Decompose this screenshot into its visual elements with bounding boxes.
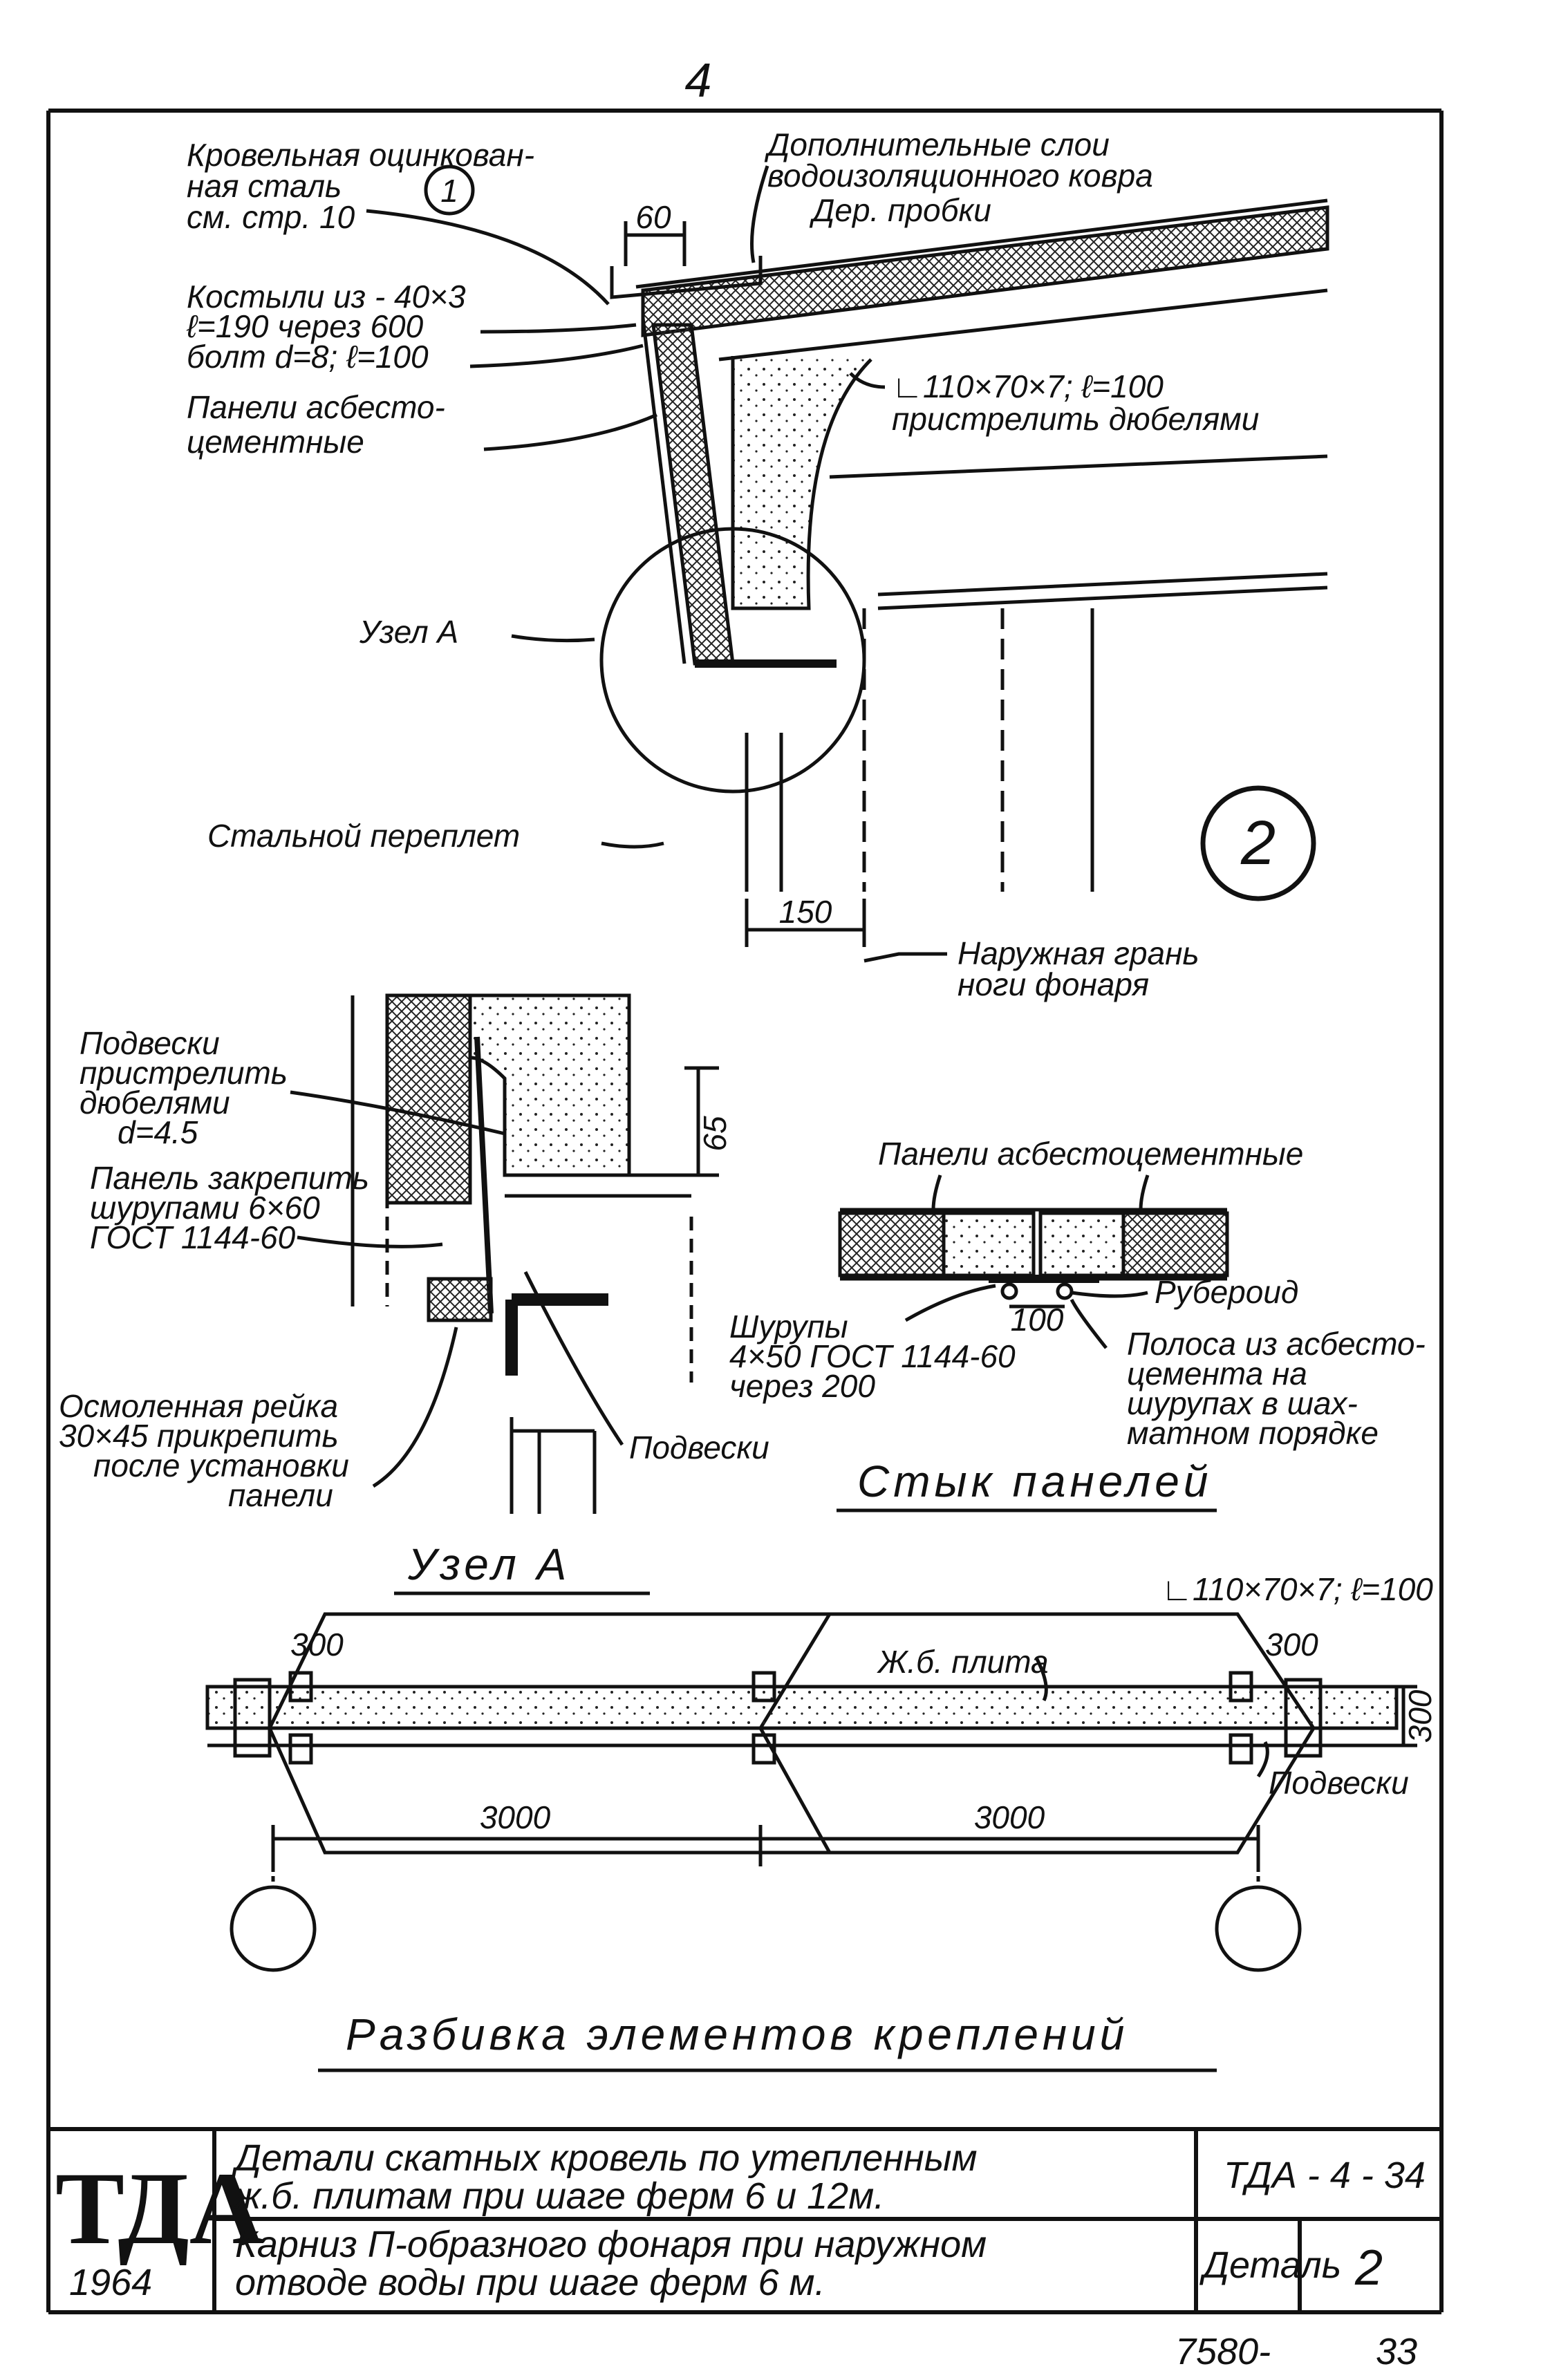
callout-wood-plugs: Дер. пробки [809, 192, 991, 228]
callout-outer-face-2: ноги фонаря [958, 966, 1149, 1002]
ref-circle [424, 165, 475, 216]
title-line-2: ж.б. плитам при шаге ферм 6 и 12м. [234, 2175, 884, 2217]
fastening-plan-labels: ∟110×70×7; ℓ=100 Ж.б. плита Подвески 300… [290, 1571, 1438, 2059]
joint-screws-3: через 200 [729, 1368, 875, 1404]
title-line-1: Детали скатных кровель по утепленным [232, 2137, 978, 2179]
callout-roof-steel-1: Кровельная оцинкован- [187, 137, 534, 173]
node-a-hangers-4: d=4.5 [118, 1114, 198, 1150]
node-a-panel-2: шурупами 6×60 [90, 1190, 320, 1226]
node-a-panel-1: Панель закрепить [90, 1160, 369, 1196]
fastening-plan-drawing [205, 1612, 1417, 1972]
callout-brackets-2: ℓ=190 через 600 [186, 308, 424, 344]
dim-300-left: 300 [290, 1627, 344, 1662]
plan-slab: Ж.б. плита [877, 1644, 1049, 1680]
page-index: 33 [1376, 2331, 1417, 2372]
dim-100: 100 [1011, 1302, 1064, 1338]
sheet-frame [46, 109, 1444, 2314]
plan-title: Разбивка элементов креплений [346, 2009, 1128, 2059]
node-a-hangers-3: дюбелями [80, 1085, 230, 1121]
callout-brackets-1: Костыли из - 40×3 [187, 279, 466, 315]
dim-65: 65 [697, 1116, 733, 1152]
node-a-rail-2: 30×45 прикрепить [59, 1418, 339, 1454]
callout-ref-number: 1 [440, 173, 458, 209]
node-a-hangers-b: Подвески [629, 1430, 769, 1465]
node-a-panel-3: ГОСТ 1144-60 [90, 1219, 296, 1255]
title-block-text: ТДА 1964 Детали скатных кровель по утепл… [55, 2137, 1426, 2303]
callout-waterproof-1: Дополнительные слои [764, 127, 1110, 162]
callout-angle-1: ∟110×70×7; ℓ=100 [892, 368, 1164, 404]
joint-strip-3: шурупах в шах- [1127, 1385, 1358, 1421]
detail-number: 2 [1354, 2240, 1383, 2296]
year: 1964 [69, 2262, 152, 2303]
plan-angle: ∟110×70×7; ℓ=100 [1161, 1571, 1433, 1607]
page-number: 4 [685, 53, 712, 107]
node-a-labels: Подвески пристрелить дюбелями d=4.5 Пане… [59, 1025, 769, 1589]
node-a-hangers-1: Подвески [80, 1025, 220, 1061]
drawing-code: ТДА - 4 - 34 [1224, 2155, 1426, 2196]
dim-150: 150 [779, 894, 832, 930]
sheet-number: 7580- [1175, 2331, 1271, 2372]
eaves-section-drawing [366, 165, 1329, 963]
title-block [48, 2127, 1441, 2312]
joint-strip-4: матном порядке [1127, 1415, 1379, 1451]
joint-screws-2: 4×50 ГОСТ 1144-60 [729, 1338, 1016, 1374]
callout-brackets-3: болт d=8; ℓ=100 [187, 339, 429, 375]
callout-steel-sash: Стальной переплет [207, 818, 520, 854]
panel-joint-drawing [838, 1174, 1229, 1349]
joint-roofing-felt: Рубероид [1155, 1274, 1298, 1310]
node-a-rail-3: после установки [93, 1447, 349, 1483]
joint-strip-2: цемента на [1127, 1356, 1307, 1392]
node-a-drawing [290, 993, 719, 1514]
panel-joint-labels: Панели асбестоцементные Рубероид Шурупы … [729, 1136, 1426, 1506]
callout-outer-face-1: Наружная грань [958, 935, 1199, 971]
callout-waterproof-2: водоизоляционного ковра [767, 158, 1153, 194]
node-a-title: Узел А [407, 1539, 570, 1589]
dim-3000-right: 3000 [974, 1799, 1045, 1835]
joint-title: Стык панелей [857, 1456, 1212, 1506]
dim-3000-left: 3000 [480, 1799, 551, 1835]
callout-roof-steel-3: см. стр. 10 [187, 199, 355, 235]
callout-roof-steel-2: ная сталь [187, 168, 342, 204]
dim-300-right: 300 [1265, 1627, 1318, 1662]
title-line-4: отводе воды при шаге ферм 6 м. [235, 2262, 825, 2303]
detail-mark-circle [1200, 785, 1316, 901]
joint-screws-1: Шурупы [729, 1309, 848, 1344]
callout-panels-2: цементные [187, 424, 364, 460]
callout-angle-2: пристрелить дюбелями [892, 401, 1259, 437]
joint-strip-1: Полоса из асбесто- [1127, 1326, 1426, 1362]
detail-label: Деталь [1199, 2245, 1341, 2286]
node-a-rail-1: Осмоленная рейка [59, 1388, 338, 1424]
node-a-rail-4: панели [228, 1477, 333, 1513]
brand-logo: ТДА [55, 2151, 264, 2266]
callout-panels-1: Панели асбесто- [187, 389, 445, 425]
node-a-circle [599, 527, 866, 794]
title-line-3: Карниз П-образного фонаря при наружном [235, 2224, 987, 2265]
dim-60: 60 [635, 199, 671, 235]
eaves-section-labels: Кровельная оцинкован- ная сталь см. стр.… [186, 127, 1276, 1002]
callout-node-a: Узел А [359, 614, 458, 650]
detail-mark-number: 2 [1240, 809, 1276, 878]
plan-hangers: Подвески [1269, 1765, 1409, 1801]
node-a-hangers-2: пристрелить [80, 1055, 288, 1091]
joint-panels: Панели асбестоцементные [878, 1136, 1303, 1172]
dim-300-height: 300 [1402, 1689, 1438, 1743]
